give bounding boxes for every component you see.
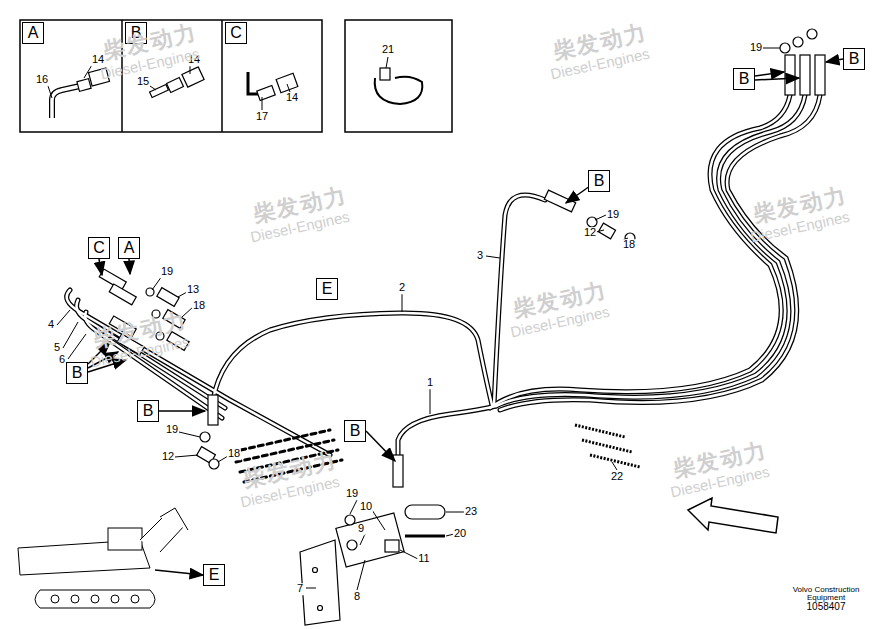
reference-letter: E bbox=[209, 567, 220, 583]
callout-number: 1 bbox=[426, 377, 434, 389]
reference-letter: B bbox=[594, 173, 605, 189]
callout-number: 4 bbox=[47, 319, 55, 331]
reference-letter-box: B bbox=[588, 170, 610, 192]
reference-letter-box: C bbox=[88, 237, 110, 259]
callout-number: 2 bbox=[398, 282, 406, 294]
reference-letter: B bbox=[739, 71, 750, 87]
callout-number: 19 bbox=[345, 488, 359, 500]
reference-letter-box: E bbox=[203, 564, 225, 586]
callout-number: 17 bbox=[255, 111, 269, 123]
callout-number: 12 bbox=[583, 227, 597, 239]
callout-number: 11 bbox=[417, 553, 430, 565]
callout-number: 19 bbox=[165, 424, 179, 436]
reference-letter: C bbox=[230, 25, 242, 41]
reference-letter-box: B bbox=[843, 48, 865, 70]
manufacturer-note: Volvo Construction Equipment bbox=[777, 586, 875, 603]
reference-letter: B bbox=[72, 365, 83, 381]
callout-number: 23 bbox=[464, 506, 478, 518]
callout-number: 21 bbox=[381, 44, 395, 56]
callout-number: 22 bbox=[610, 471, 624, 483]
reference-letter-box: B bbox=[66, 362, 88, 384]
reference-letter-box: C bbox=[225, 22, 247, 44]
reference-letter-box: A bbox=[118, 237, 140, 259]
reference-letter: A bbox=[28, 25, 39, 41]
reference-letter: B bbox=[350, 423, 361, 439]
callout-number: 3 bbox=[476, 250, 484, 262]
callout-number: 6 bbox=[58, 354, 66, 366]
reference-letter-box: B bbox=[344, 420, 366, 442]
drawing-number: 1058407 bbox=[806, 602, 847, 613]
callout-number: 20 bbox=[453, 528, 467, 540]
callout-number: 15 bbox=[136, 76, 150, 88]
reference-letter-box: B bbox=[137, 400, 159, 422]
callout-number: 14 bbox=[285, 92, 299, 104]
reference-letter: C bbox=[93, 240, 105, 256]
reference-letter: E bbox=[322, 281, 333, 297]
callout-number: 18 bbox=[227, 448, 241, 460]
callout-number: 8 bbox=[353, 591, 361, 603]
callout-number: 18 bbox=[622, 239, 636, 251]
reference-letter-box: E bbox=[316, 278, 338, 300]
callout-number: 10 bbox=[359, 501, 373, 513]
callout-number: 5 bbox=[53, 342, 61, 354]
reference-letter-box: A bbox=[22, 22, 44, 44]
callout-number: 16 bbox=[35, 74, 49, 86]
reference-letter: A bbox=[124, 240, 135, 256]
callout-number: 7 bbox=[296, 583, 304, 595]
reference-letter: B bbox=[849, 51, 860, 67]
callout-number: 19 bbox=[606, 209, 620, 221]
callout-number: 19 bbox=[749, 42, 763, 54]
callout-number: 18 bbox=[192, 300, 206, 312]
callout-number: 12 bbox=[161, 451, 175, 463]
reference-letter: B bbox=[143, 403, 154, 419]
callout-number: 13 bbox=[186, 284, 200, 296]
reference-letter-box: B bbox=[733, 68, 755, 90]
callout-number: 9 bbox=[357, 523, 365, 535]
callout-number: 19 bbox=[160, 266, 174, 278]
